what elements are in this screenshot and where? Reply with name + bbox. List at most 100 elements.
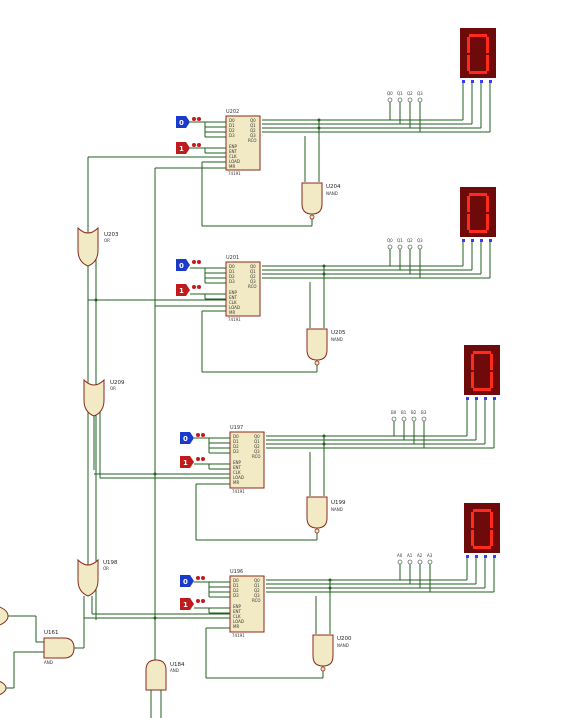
svg-text:B3: B3 [421, 410, 427, 415]
svg-text:NAND: NAND [326, 191, 338, 196]
probe-zero: 0 [180, 432, 205, 444]
svg-text:D2: D2 [229, 274, 235, 279]
svg-text:74191: 74191 [232, 489, 245, 494]
svg-text:Q2: Q2 [407, 91, 413, 96]
svg-text:B0: B0 [391, 410, 397, 415]
svg-text:U199: U199 [331, 500, 346, 506]
or-gate-u203: U203 OR [77, 226, 119, 267]
svg-text:0: 0 [179, 262, 184, 270]
svg-text:B1: B1 [401, 410, 407, 415]
svg-text:A3: A3 [427, 553, 433, 558]
svg-text:Q2: Q2 [407, 238, 413, 243]
svg-text:D2: D2 [233, 444, 239, 449]
svg-text:U202: U202 [226, 109, 239, 115]
svg-text:Q1: Q1 [254, 583, 260, 588]
svg-text:LOAD: LOAD [229, 305, 240, 310]
svg-text:0: 0 [179, 119, 184, 127]
svg-text:ENP: ENP [233, 604, 242, 609]
svg-text:LOAD: LOAD [233, 619, 244, 624]
svg-text:Q2: Q2 [254, 588, 260, 593]
digit-zero [467, 193, 489, 233]
svg-text:D3: D3 [233, 449, 239, 454]
svg-text:MR: MR [233, 624, 239, 629]
nand-gate-u205: U205 NAND [306, 328, 346, 366]
logic-probes: Q0 Q1 Q2 Q3 [387, 91, 423, 132]
partial-gate [0, 606, 9, 626]
probe-zero: 0 [176, 259, 201, 271]
svg-text:74191: 74191 [232, 633, 245, 638]
svg-text:D3: D3 [229, 133, 235, 138]
svg-text:NAND: NAND [331, 507, 343, 512]
logic-probes: B0 B1 B2 B3 [391, 410, 427, 448]
svg-text:Q3: Q3 [417, 238, 423, 243]
svg-text:Q3: Q3 [417, 91, 423, 96]
svg-text:ENP: ENP [233, 460, 242, 465]
svg-text:NAND: NAND [337, 643, 349, 648]
and-gate-u161: U161 AND [43, 630, 75, 665]
counter-block-u201: Q0 Q1 Q2 Q3 U201 74191 D0 D1 D2 D3 ENP E… [88, 187, 496, 373]
probe-zero: 0 [176, 116, 201, 128]
svg-text:ENP: ENP [229, 144, 238, 149]
counter-block-u202: Q0 Q1 Q2 Q3 U202 74191 D0 D1 D2 D3 ENP E… [176, 28, 496, 227]
svg-text:Q3: Q3 [250, 279, 256, 284]
svg-text:MR: MR [229, 164, 235, 169]
svg-text:0: 0 [183, 435, 188, 443]
digit-zero [471, 509, 493, 549]
svg-text:1: 1 [183, 459, 188, 467]
svg-text:U198: U198 [103, 560, 118, 566]
counter-block-u196: A0 A1 A2 A3 U196 74191 D0 D1 D2 D3 ENP E… [84, 503, 500, 679]
svg-text:D1: D1 [229, 269, 235, 274]
chip-u197 [229, 431, 265, 489]
svg-text:RCO: RCO [252, 454, 261, 459]
svg-text:U204: U204 [326, 184, 341, 190]
probe-one: 1 [180, 456, 205, 468]
probe-one: 1 [176, 284, 201, 296]
svg-text:U205: U205 [331, 330, 346, 336]
svg-text:74191: 74191 [228, 171, 241, 176]
digit-zero [471, 351, 493, 391]
svg-text:U196: U196 [230, 569, 243, 575]
svg-text:U197: U197 [230, 425, 243, 431]
svg-text:AND: AND [44, 660, 53, 665]
logic-probes: A0 A1 A2 A3 [397, 553, 433, 592]
svg-text:RCO: RCO [248, 138, 257, 143]
or-gate-u209: U209 OR [83, 378, 125, 417]
nand-gate-u199: U199 NAND [306, 496, 346, 534]
svg-text:CLK: CLK [233, 614, 241, 619]
svg-text:Q3: Q3 [250, 133, 256, 138]
svg-text:Q1: Q1 [250, 269, 256, 274]
svg-text:U184: U184 [170, 662, 185, 668]
digit-zero [467, 34, 489, 74]
svg-text:D2: D2 [233, 588, 239, 593]
and-gate-u184: U184 AND [145, 659, 185, 691]
svg-text:D2: D2 [229, 128, 235, 133]
svg-text:A2: A2 [417, 553, 423, 558]
svg-text:D1: D1 [229, 123, 235, 128]
chip-u201 [225, 261, 261, 317]
svg-text:U200: U200 [337, 636, 352, 642]
svg-text:MR: MR [229, 310, 235, 315]
svg-text:Q3: Q3 [254, 593, 260, 598]
svg-text:D0: D0 [233, 578, 239, 583]
svg-text:OR: OR [110, 386, 116, 391]
partial-gate [0, 680, 7, 696]
svg-text:D3: D3 [229, 279, 235, 284]
svg-text:Q1: Q1 [254, 439, 260, 444]
probe-one: 1 [176, 142, 201, 154]
svg-text:D1: D1 [233, 583, 239, 588]
svg-text:1: 1 [183, 601, 188, 609]
svg-text:Q1: Q1 [250, 123, 256, 128]
svg-text:RCO: RCO [248, 284, 257, 289]
chip-u202 [225, 115, 261, 171]
svg-text:Q1: Q1 [397, 91, 403, 96]
logic-probes: Q0 Q1 Q2 Q3 [387, 238, 423, 278]
chip-u196 [229, 575, 265, 633]
svg-text:Q0: Q0 [387, 91, 393, 96]
svg-text:MR: MR [233, 480, 239, 485]
svg-text:D0: D0 [229, 118, 235, 123]
svg-text:OR: OR [103, 566, 109, 571]
probe-one: 1 [180, 598, 205, 610]
svg-text:D3: D3 [233, 593, 239, 598]
